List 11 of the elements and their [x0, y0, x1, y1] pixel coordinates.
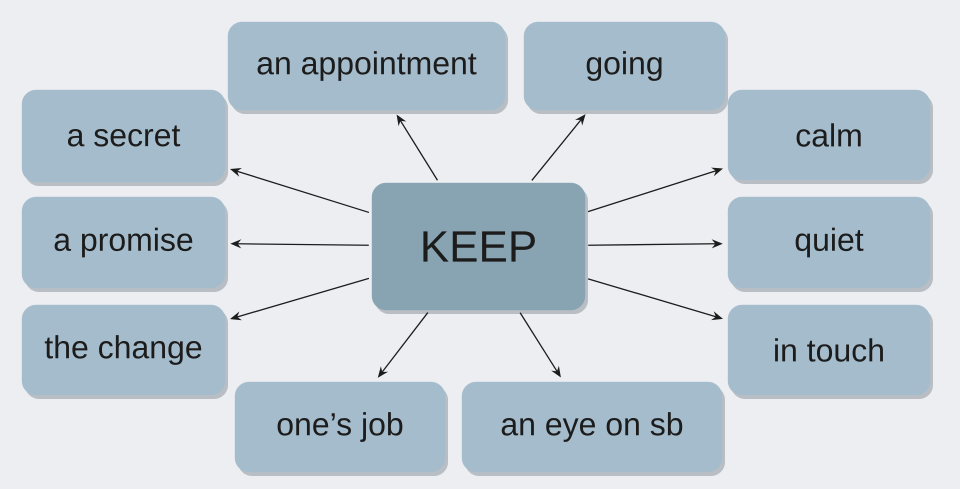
- keyword-box: KEEP: [372, 182, 588, 314]
- phrase-box: an eye on sb: [462, 382, 725, 476]
- phrase-box: the change: [22, 304, 228, 399]
- phrase-box: calm: [728, 90, 933, 184]
- phrase-box: a promise: [22, 196, 228, 292]
- phrase-box: one’s job: [234, 382, 448, 476]
- phrase-box: in touch: [728, 304, 933, 399]
- phrase-box: quiet: [728, 196, 933, 292]
- phrase-box: an appointment: [228, 22, 508, 114]
- phrase-box: a secret: [22, 90, 228, 186]
- phrase-box: going: [524, 22, 728, 114]
